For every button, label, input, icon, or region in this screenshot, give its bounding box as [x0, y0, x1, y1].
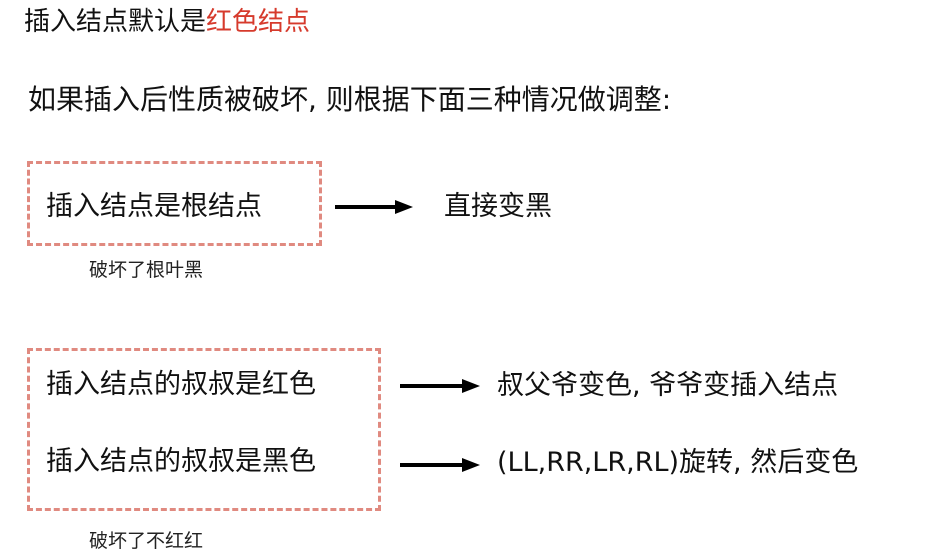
- title-highlight: 红色结点: [206, 7, 311, 37]
- case-2-condition: 插入结点的叔叔是红色: [46, 369, 316, 400]
- case-3-condition: 插入结点的叔叔是黑色: [46, 446, 316, 477]
- case-group-1-note: 破坏了根叶黑: [89, 259, 204, 281]
- case-1-condition: 插入结点是根结点: [46, 191, 262, 222]
- case-1-result: 直接变黑: [444, 191, 552, 222]
- case-3-result: (LL,RR,LR,RL)旋转, 然后变色: [497, 447, 859, 478]
- title-prefix: 插入结点默认是: [24, 7, 207, 37]
- right-arrow-icon: [400, 379, 480, 393]
- case-2-result: 叔父爷变色, 爷爷变插入结点: [497, 370, 839, 401]
- case-group-2-box: [27, 348, 381, 511]
- right-arrow-icon: [400, 458, 480, 472]
- right-arrow-icon: [335, 200, 413, 214]
- case-group-1-box: [27, 161, 322, 246]
- case-group-2-note: 破坏了不红红: [89, 530, 204, 552]
- page-title: 插入结点默认是红色结点: [24, 2, 310, 42]
- intro-text: 如果插入后性质被破坏, 则根据下面三种情况做调整:: [28, 83, 672, 116]
